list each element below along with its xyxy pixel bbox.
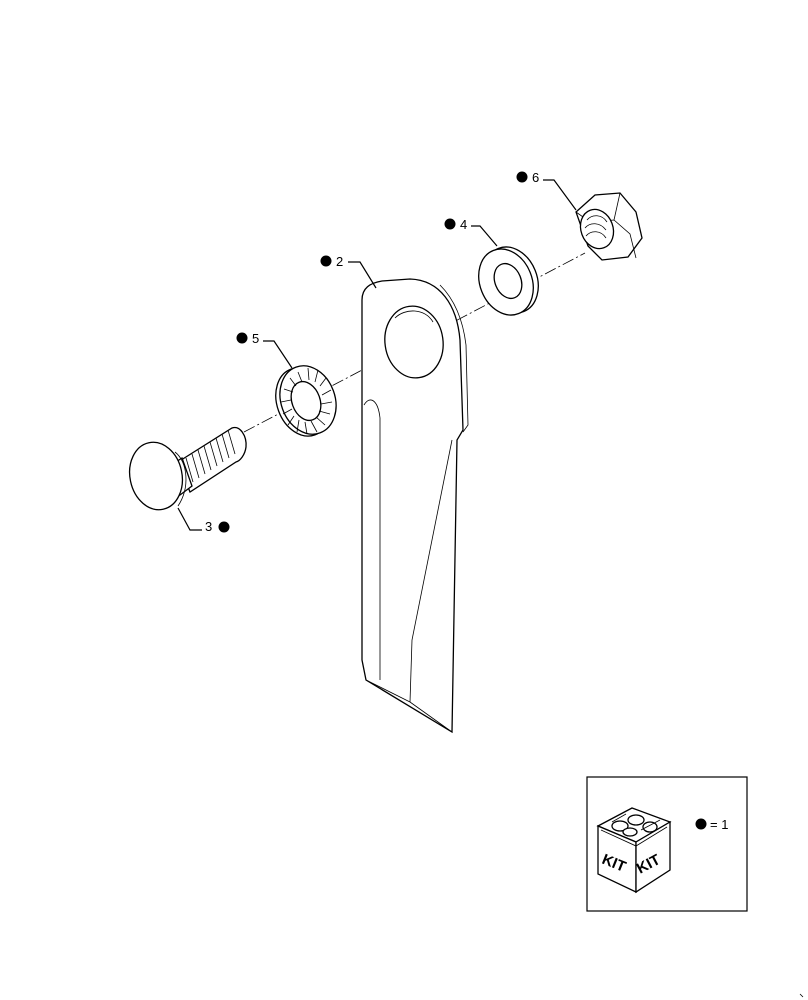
- callout-number: 4: [460, 217, 467, 232]
- carriage-bolt-part[interactable]: [123, 426, 247, 514]
- corner-mark: [799, 993, 804, 998]
- callout-number: 3: [205, 519, 212, 534]
- callout-5: 5: [236, 331, 293, 369]
- kit-marker-icon: [320, 255, 332, 267]
- callout-2: 2: [320, 254, 377, 289]
- kit-marker-icon: [218, 521, 230, 533]
- blade-part[interactable]: [361, 278, 469, 734]
- callout-4: 4: [444, 217, 498, 247]
- callout-number: 5: [252, 331, 259, 346]
- flat-washer-part[interactable]: [469, 239, 548, 324]
- callout-6: 6: [516, 170, 577, 211]
- kit-marker-icon: [695, 818, 707, 830]
- callout-number: 2: [336, 254, 343, 269]
- kit-marker-icon: [516, 171, 528, 183]
- serrated-washer-part[interactable]: [267, 358, 346, 444]
- hex-nut-part[interactable]: [575, 192, 643, 261]
- kit-marker-icon: [236, 332, 248, 344]
- legend-equals-text: = 1: [710, 817, 728, 832]
- kit-marker-icon: [444, 218, 456, 230]
- kit-legend: KIT KIT = 1: [586, 776, 748, 912]
- callout-3: 3: [177, 507, 230, 534]
- callout-number: 6: [532, 170, 539, 185]
- kit-box-icon: KIT KIT: [596, 807, 672, 894]
